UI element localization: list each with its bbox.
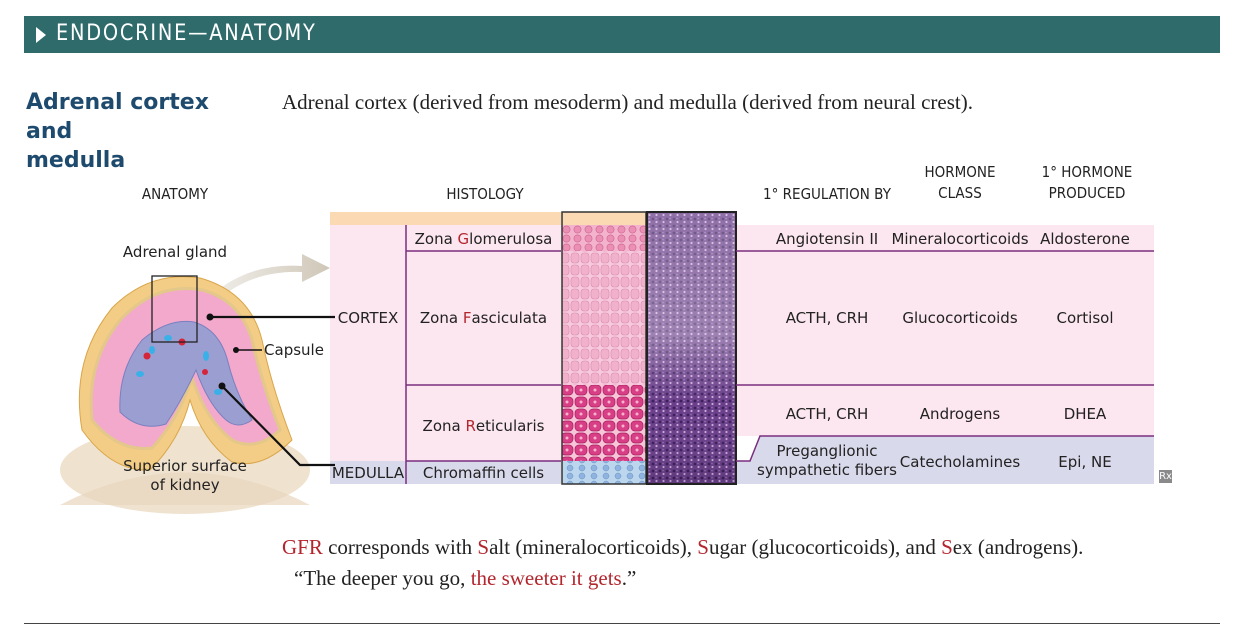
mnemonic-seg: S (697, 535, 709, 559)
zone-fasciculata-prefix: Zona (419, 308, 463, 327)
triangle-right-icon (36, 27, 46, 43)
region-medulla: MEDULLA (331, 463, 405, 482)
zone-reticularis-suffix: eticularis (475, 416, 545, 435)
row2-hormone-class: Glucocorticoids (902, 308, 1018, 327)
header-hormone-class-line2: CLASS (938, 184, 982, 202)
header-histology: HISTOLOGY (446, 185, 524, 203)
zone-glomerulosa-letter: G (457, 229, 470, 248)
mnemonic-line2: “The deeper you go, the sweeter it gets.… (294, 566, 636, 591)
label-adrenal-gland: Adrenal gland (122, 242, 228, 261)
zone-chromaffin: Chromaffin cells (406, 462, 561, 484)
mnemonic-seg: ex (androgens). (952, 535, 1084, 559)
header-hormone-produced-line2: PRODUCED (1048, 184, 1126, 202)
label-kidney-line2: of kidney (150, 476, 220, 494)
zone-reticularis-letter: R (465, 416, 476, 435)
zone-glomerulosa-suffix: lomerulosa (469, 229, 553, 248)
row4-hormone: Epi, NE (1058, 452, 1112, 471)
row4-regulation-line2: sympathetic fibers (757, 461, 897, 479)
row1-hormone-class: Mineralocorticoids (891, 229, 1029, 248)
mnemonic-seg: GFR (282, 535, 323, 559)
row1-hormone: Aldosterone (1040, 229, 1130, 248)
row4-regulation: Preganglionic sympathetic fibers (752, 440, 902, 482)
label-capsule: Capsule (264, 340, 324, 359)
section-title-line2: medulla (26, 148, 126, 173)
row1-regulation: Angiotensin II (775, 229, 879, 248)
row4-regulation-line1: Preganglionic (776, 442, 878, 460)
mnemonic-line2-pre: “The deeper you go, (294, 566, 471, 590)
section-description: Adrenal cortex (derived from mesoderm) a… (282, 90, 973, 114)
header-hormone-produced: 1° HORMONE PRODUCED (1033, 162, 1141, 204)
section-title: Adrenal cortex and medulla (26, 88, 256, 175)
section-title-line1: Adrenal cortex and (26, 90, 209, 144)
label-kidney-surface: Superior surface of kidney (120, 456, 250, 496)
row3-regulation: ACTH, CRH (785, 404, 869, 423)
row3-hormone: DHEA (1063, 404, 1107, 423)
row4-hormone-class: Catecholamines (899, 452, 1021, 471)
mnemonic-seg: corresponds with (322, 535, 478, 559)
row3-hormone-class: Androgens (919, 404, 1001, 423)
header-anatomy: ANATOMY (141, 185, 209, 203)
zone-chromaffin-label: Chromaffin cells (422, 463, 545, 482)
mnemonic-line2-red: the sweeter it gets (470, 566, 622, 590)
row2-hormone: Cortisol (1056, 308, 1114, 327)
label-kidney-line1: Superior surface (123, 457, 247, 475)
mnemonic-line1: GFR corresponds with Salt (mineralocorti… (282, 535, 1083, 560)
row2-regulation: ACTH, CRH (785, 308, 869, 327)
zone-fasciculata-suffix: asciculata (471, 308, 548, 327)
rx-icon: Rx (1159, 470, 1172, 483)
mnemonic-seg: ugar (glucocorticoids), and (708, 535, 942, 559)
mnemonic-seg: alt (mineralocorticoids), (489, 535, 698, 559)
mnemonic-seg: S (477, 535, 490, 559)
bottom-divider (24, 623, 1220, 624)
header-hormone-class: HORMONE CLASS (911, 162, 1010, 204)
section-banner: ENDOCRINE—ANATOMY (24, 16, 1220, 53)
header-hormone-class-line1: HORMONE (924, 163, 996, 181)
header-regulation: 1° REGULATION BY (763, 185, 891, 203)
mnemonic-line2-post: .” (621, 566, 637, 590)
zone-glomerulosa-prefix: Zona (414, 229, 458, 248)
banner-title: ENDOCRINE—ANATOMY (56, 21, 317, 46)
zone-fasciculata-letter: F (462, 308, 472, 327)
zone-reticularis-prefix: Zona (422, 416, 466, 435)
region-cortex: CORTEX (337, 308, 399, 327)
header-hormone-produced-line1: 1° HORMONE (1041, 163, 1133, 181)
mnemonic-seg: S (941, 535, 953, 559)
